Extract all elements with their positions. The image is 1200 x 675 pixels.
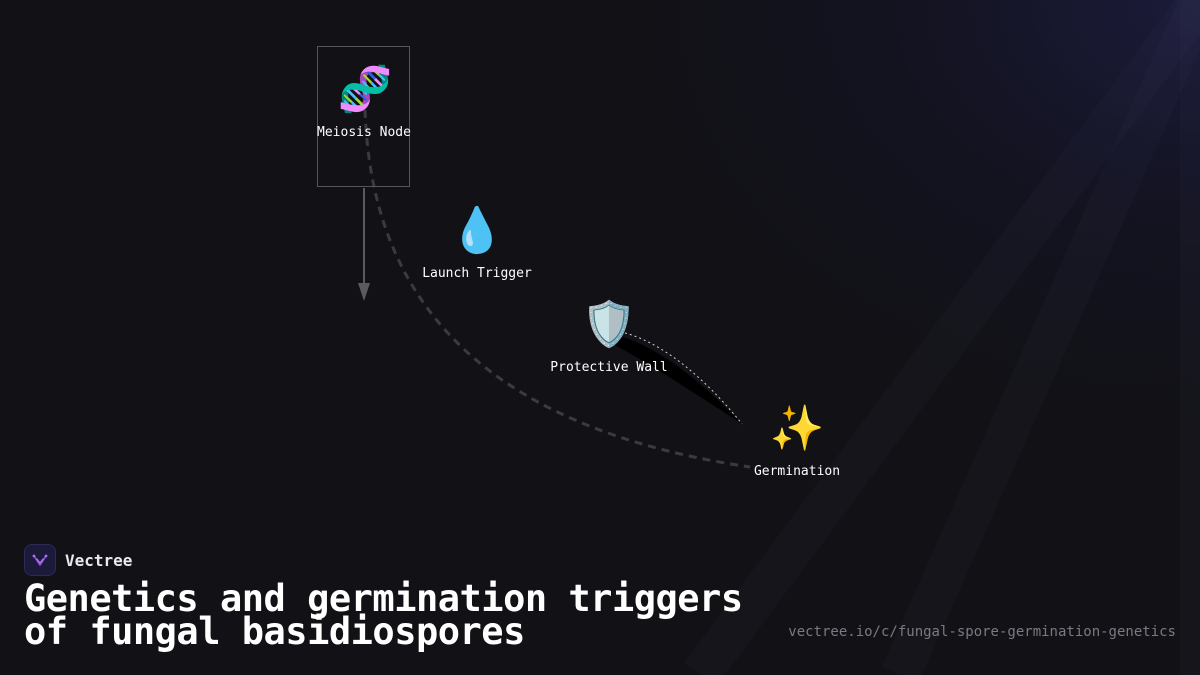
meiosis-node-frame	[317, 46, 410, 187]
arrowhead-icon	[358, 283, 370, 301]
source-url[interactable]: vectree.io/c/fungal-spore-germination-ge…	[788, 624, 1176, 640]
node-label-germination: Germination	[753, 464, 841, 479]
edge-meiosis-germination	[363, 109, 751, 469]
sparkles-icon[interactable]: ✨	[769, 403, 825, 454]
brand[interactable]: Vectree	[24, 544, 132, 576]
edge-wall-germination	[615, 335, 742, 424]
brand-name: Vectree	[65, 550, 133, 570]
page-title: Genetics and germination triggers of fun…	[24, 577, 743, 653]
node-label-launch-trigger: Launch Trigger	[422, 266, 532, 281]
dna-icon[interactable]: 🧬	[337, 64, 393, 115]
node-label-meiosis: Meiosis Node	[317, 125, 411, 140]
vectree-logo-icon	[24, 544, 56, 576]
node-label-protective-wall: Protective Wall	[550, 360, 668, 375]
droplet-icon[interactable]: 💧	[449, 205, 505, 256]
edge-wall-germination-highlight	[624, 332, 743, 425]
shield-icon[interactable]: 🛡️	[581, 299, 637, 350]
